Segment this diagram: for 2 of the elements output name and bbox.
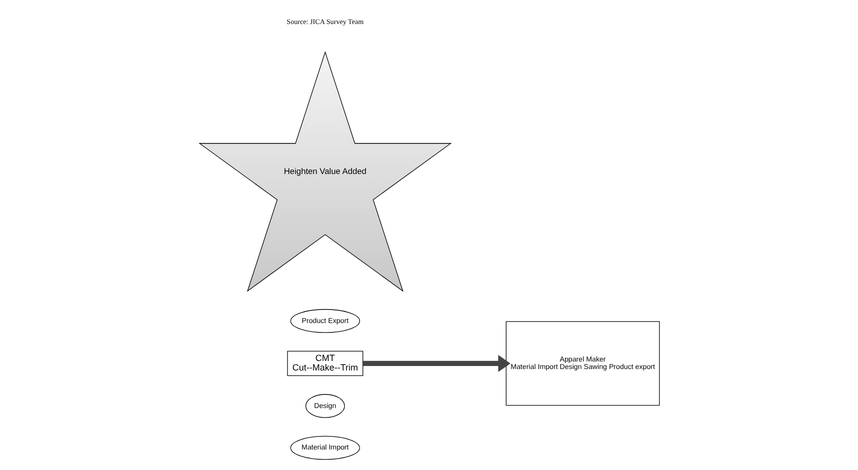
arrow: [362, 354, 510, 372]
node-box: CMT Cut--Make--Trim: [286, 350, 363, 376]
